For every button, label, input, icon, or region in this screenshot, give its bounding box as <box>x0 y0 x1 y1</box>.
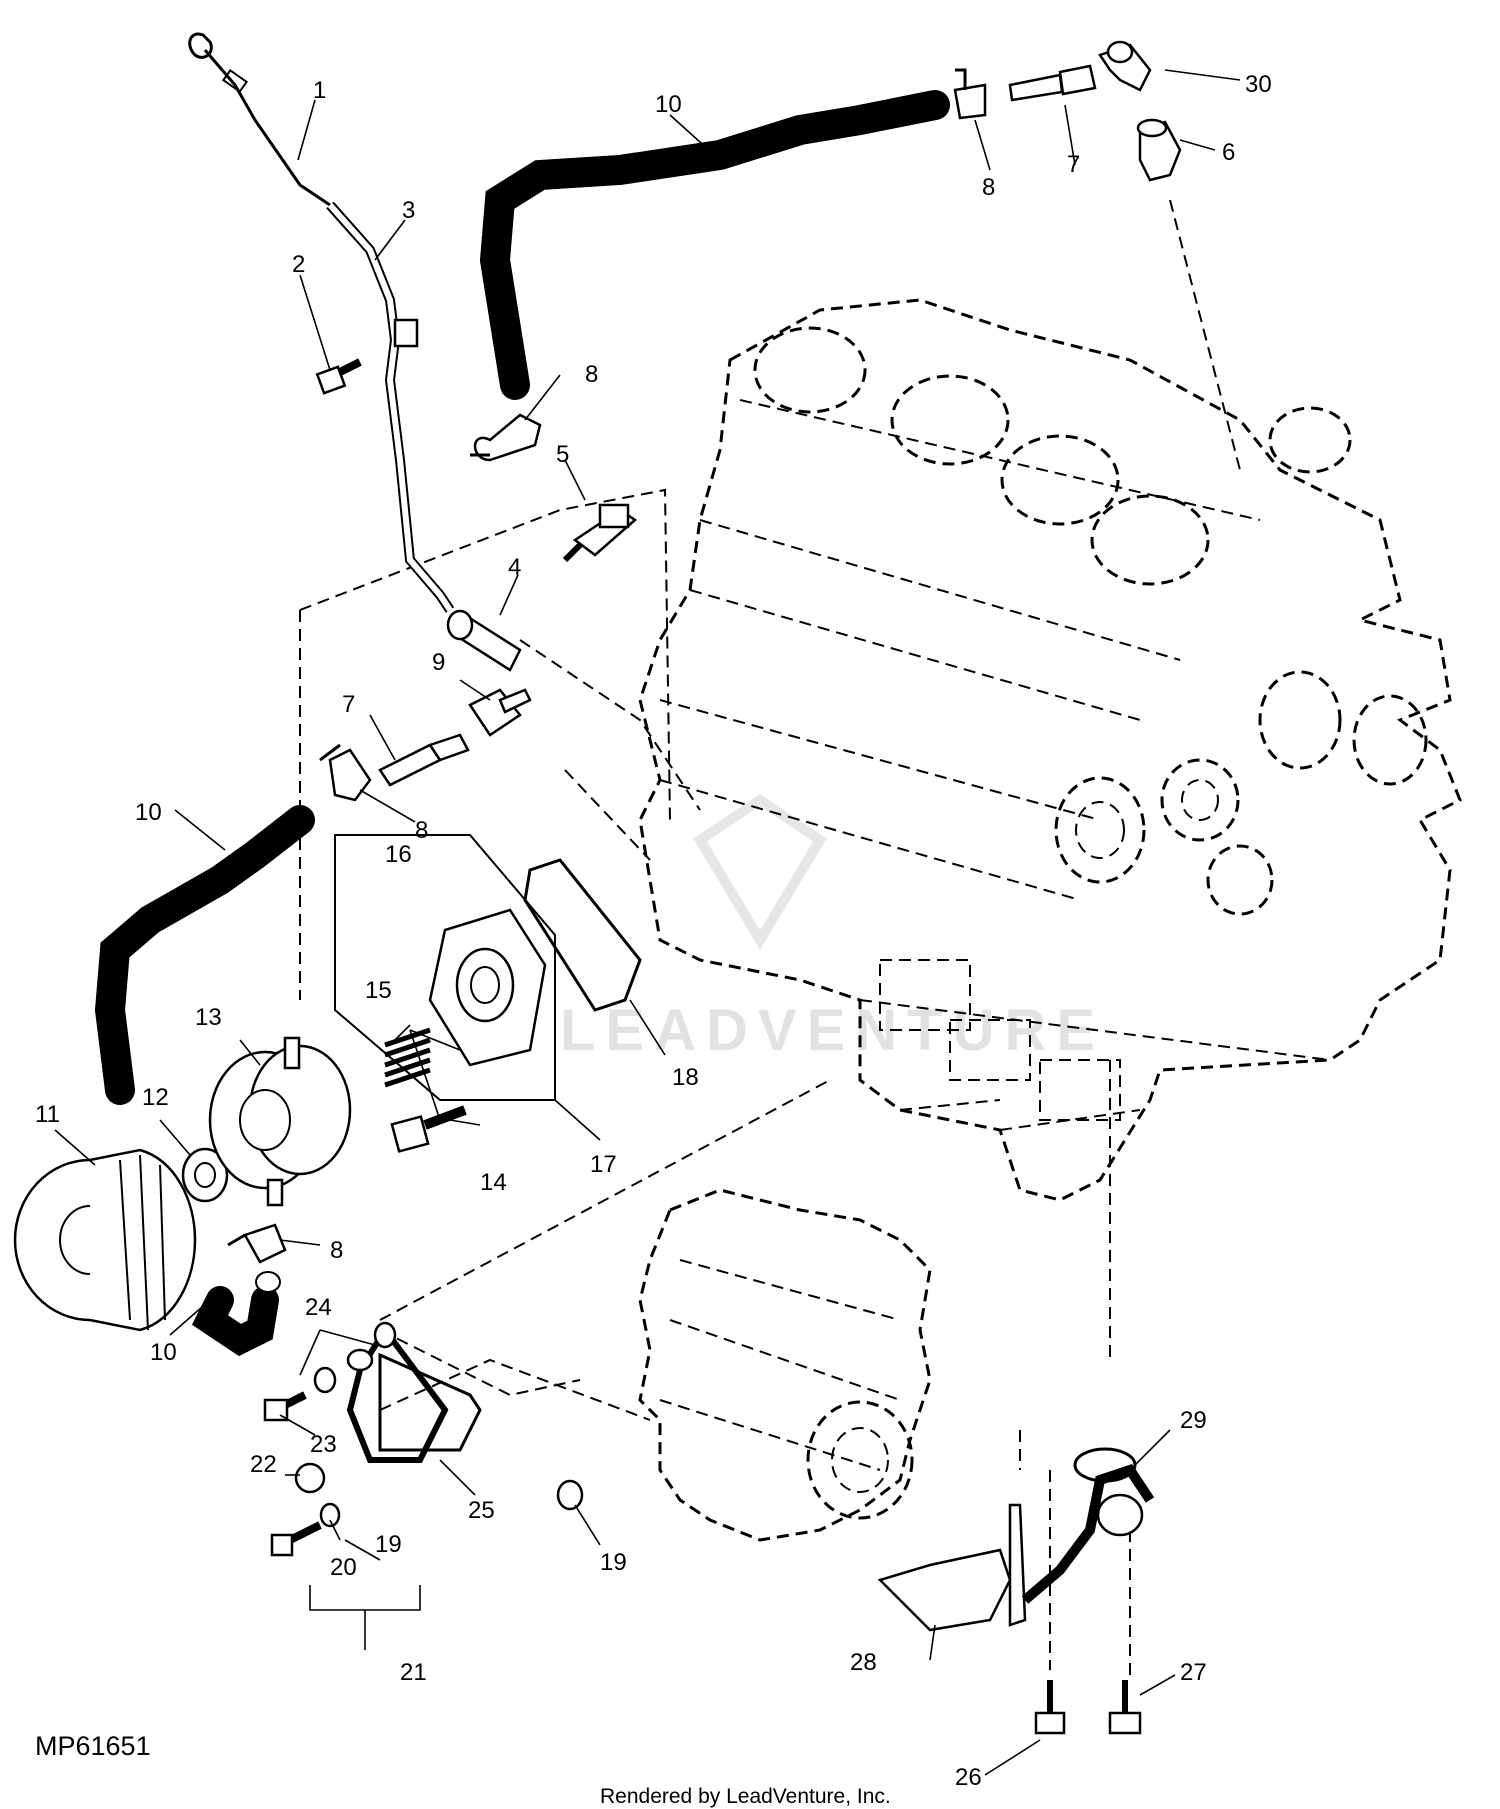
callout-20: 20 <box>330 1554 357 1581</box>
watermark-text: LEADVENTURE <box>560 998 1105 1063</box>
callout-13: 13 <box>195 1004 222 1031</box>
callout-labels: 1 2 3 4 5 6 7 7 8 8 8 8 9 10 10 10 11 12… <box>35 71 1272 1791</box>
fitting-9 <box>468 688 532 737</box>
callout-21: 21 <box>400 1659 427 1686</box>
callout-10-middle: 10 <box>135 799 162 826</box>
callout-8-top: 8 <box>982 174 995 201</box>
callout-14: 14 <box>480 1169 507 1196</box>
callout-22: 22 <box>250 1451 277 1478</box>
dipstick-tube <box>326 201 455 613</box>
bolt-23 <box>263 1391 307 1422</box>
callout-10-top: 10 <box>655 91 682 118</box>
bolt-14 <box>390 1105 467 1153</box>
callout-26: 26 <box>955 1764 982 1791</box>
callout-6: 6 <box>1222 139 1235 166</box>
callout-7-lower: 7 <box>342 691 355 718</box>
hose-clamp-upper <box>470 413 542 462</box>
callout-10-lower: 10 <box>150 1339 177 1366</box>
assembly-lines <box>299 199 1241 1680</box>
spring-15 <box>384 1027 431 1088</box>
diagram-reference-code: MP61651 <box>35 1731 151 1761</box>
callout-24: 24 <box>305 1294 332 1321</box>
callout-8-lower: 8 <box>330 1237 343 1264</box>
callout-27: 27 <box>1180 1659 1207 1686</box>
oil-hose-upper <box>479 90 950 400</box>
oil-tube-25 <box>346 1324 482 1463</box>
callout-18: 18 <box>672 1064 699 1091</box>
callout-17: 17 <box>590 1151 617 1178</box>
engine-block <box>638 298 1462 1202</box>
washer-24 <box>313 1321 397 1394</box>
callout-28: 28 <box>850 1649 877 1676</box>
callout-1: 1 <box>313 77 326 104</box>
callout-9: 9 <box>432 649 445 676</box>
bolt-2 <box>315 358 362 395</box>
gasket-18 <box>523 858 642 1012</box>
hose-clamp-top <box>953 68 987 120</box>
callout-12: 12 <box>142 1084 169 1111</box>
adapter-4 <box>446 609 522 672</box>
callout-19-left: 19 <box>375 1531 402 1558</box>
render-credit: Rendered by LeadVenture, Inc. <box>600 1785 891 1808</box>
elbow-fitting-30 <box>1098 40 1152 92</box>
callout-30: 30 <box>1245 71 1272 98</box>
washer-19-right <box>556 1479 584 1511</box>
callout-2: 2 <box>292 251 305 278</box>
callout-16: 16 <box>385 841 412 868</box>
washer-19-left <box>319 1502 341 1528</box>
callout-5: 5 <box>556 441 569 468</box>
oil-pressure-switch <box>562 503 638 563</box>
oil-filter <box>13 1148 197 1332</box>
gear-case <box>638 1188 932 1542</box>
fitting-7-upper <box>1008 64 1097 102</box>
oil-cooler <box>208 1036 352 1207</box>
bolt-20 <box>270 1521 322 1557</box>
callout-8-upper: 8 <box>585 361 598 388</box>
fitting-7-lower <box>378 733 470 787</box>
fitting-6 <box>1136 118 1182 182</box>
callout-23: 23 <box>310 1431 337 1458</box>
callout-19-right: 19 <box>600 1549 627 1576</box>
leader-lines <box>54 69 1241 1776</box>
bolt-26 <box>1034 1680 1066 1735</box>
dipstick <box>188 32 331 207</box>
group-bracket-21 <box>309 1585 421 1650</box>
callout-8-middle: 8 <box>415 817 428 844</box>
hose-clamp-lower <box>227 1223 287 1264</box>
hose-clamp-middle <box>319 743 372 802</box>
callout-3: 3 <box>402 197 415 224</box>
bolt-27 <box>1108 1680 1142 1735</box>
callout-7-upper: 7 <box>1067 151 1080 178</box>
nut-22 <box>294 1462 326 1494</box>
oil-strainer-28 <box>877 1464 1155 1632</box>
callout-29: 29 <box>1180 1407 1207 1434</box>
callout-15: 15 <box>365 977 392 1004</box>
watermark: LEADVENTURE <box>560 793 1105 1063</box>
valve-housing-16 <box>428 908 547 1067</box>
callout-25: 25 <box>468 1497 495 1524</box>
nut-12 <box>181 1147 229 1203</box>
callout-4: 4 <box>508 554 521 581</box>
callout-11: 11 <box>35 1101 60 1128</box>
oil-hose-lower <box>94 805 315 1357</box>
